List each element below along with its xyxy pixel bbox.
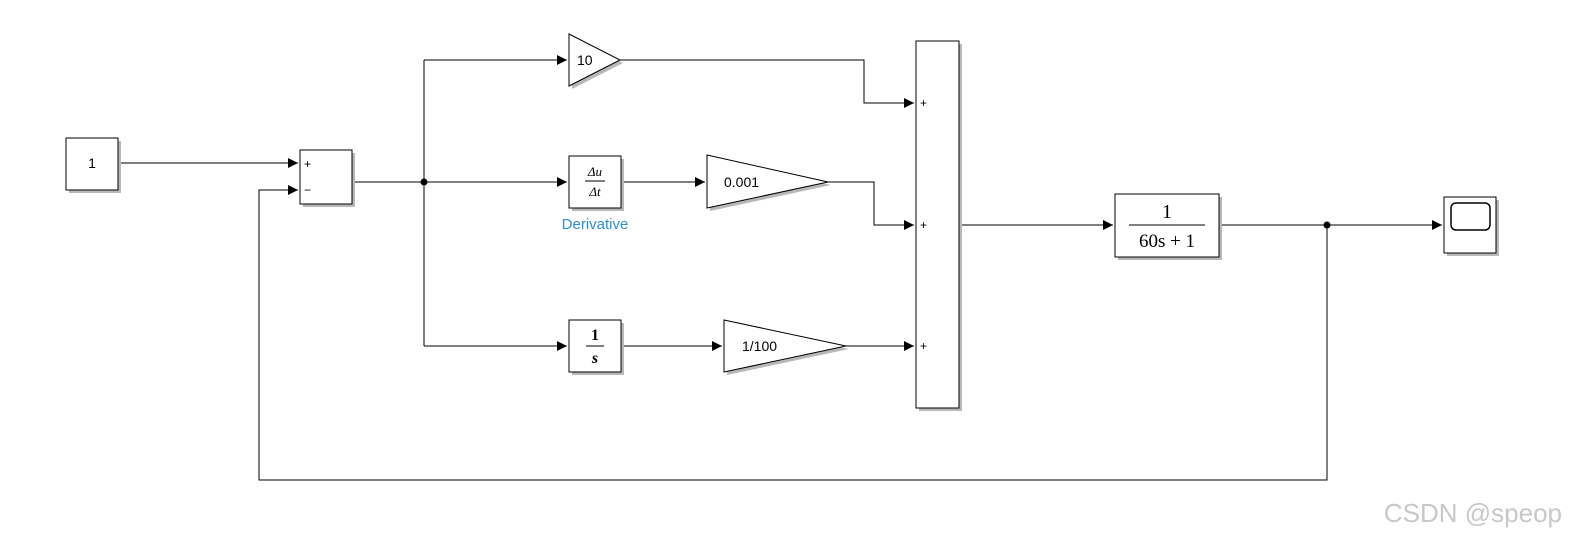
scope-screen-icon	[1450, 202, 1491, 231]
sum-pid-block[interactable]: + + +	[915, 40, 962, 411]
integrator-numerator: 1	[591, 327, 599, 344]
wire-gain-p-to-sum	[620, 59, 914, 108]
transfer-function-numerator: 1	[1162, 201, 1172, 223]
gain-p-value: 10	[577, 52, 593, 68]
constant-value: 1	[88, 155, 96, 171]
gain-d-block[interactable]: 0.001	[706, 154, 831, 211]
sum-pid-port-2: +	[920, 218, 927, 232]
signal-lines	[118, 55, 1442, 481]
wire-gain-d-to-sum	[828, 181, 914, 230]
sum-error-block[interactable]: + −	[299, 149, 355, 207]
branch-point-error	[420, 178, 428, 186]
derivative-denominator: Δt	[588, 184, 601, 199]
transfer-function-block[interactable]: 1 60s + 1	[1114, 193, 1222, 260]
integrator-block[interactable]: 1 s	[568, 319, 624, 375]
gain-i-block[interactable]: 1/100	[723, 319, 849, 375]
integrator-denominator: s	[591, 350, 598, 367]
gain-p-block[interactable]: 10	[568, 33, 623, 89]
scope-block[interactable]	[1443, 196, 1499, 256]
derivative-block[interactable]: Δu Δt Derivative	[562, 155, 629, 233]
transfer-function-denominator: 60s + 1	[1139, 231, 1195, 252]
sum-pid-port-3: +	[920, 339, 927, 353]
constant-block[interactable]: 1	[65, 137, 121, 193]
sum-pid-port-1: +	[920, 96, 927, 110]
derivative-numerator: Δu	[587, 164, 603, 179]
gain-d-value: 0.001	[724, 174, 759, 190]
sum-error-plus-port: +	[304, 157, 311, 171]
gain-i-value: 1/100	[742, 338, 777, 354]
watermark: CSDN @speop	[1384, 498, 1562, 528]
derivative-block-name: Derivative	[562, 216, 629, 233]
branch-point-output	[1323, 221, 1331, 229]
wire-feedback	[258, 185, 1328, 481]
sum-error-minus-port: −	[304, 183, 311, 197]
